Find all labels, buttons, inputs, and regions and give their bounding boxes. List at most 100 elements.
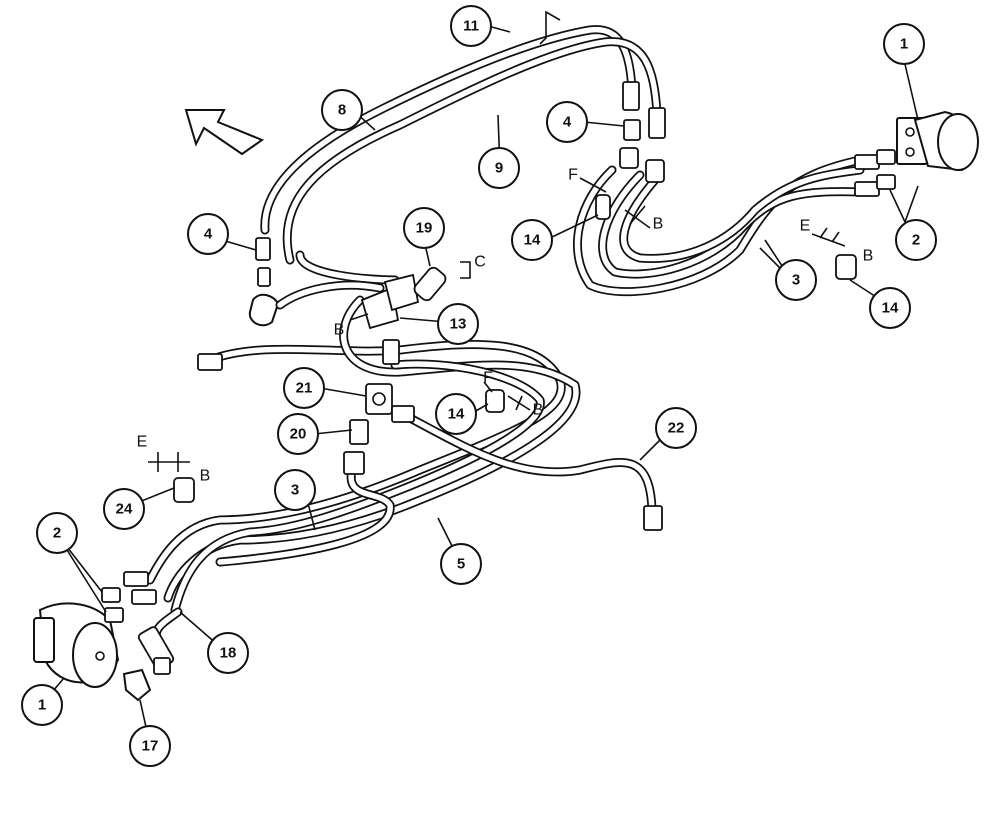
section-mark-f-top	[579, 177, 607, 193]
svg-text:14: 14	[882, 300, 899, 317]
section-mark-e-left	[148, 452, 190, 472]
fitting-2-right-b	[854, 181, 880, 197]
callout-2-left: 2	[36, 512, 78, 554]
label-b-top: B	[653, 216, 664, 233]
fitting-20	[349, 419, 369, 445]
leader-1-right	[903, 59, 919, 121]
fitting-2-right-d	[876, 174, 896, 190]
svg-text:24: 24	[116, 501, 133, 518]
fitting-2-left-b	[104, 607, 124, 623]
leader-2-right	[889, 185, 919, 223]
svg-text:3: 3	[792, 272, 800, 289]
svg-text:8: 8	[338, 102, 346, 119]
svg-text:9: 9	[495, 160, 503, 177]
fitting-2-left-c	[123, 571, 149, 587]
direction-arrow-icon	[184, 109, 265, 156]
fitting-top-b	[648, 107, 666, 139]
motor-right	[896, 110, 979, 172]
hose-5	[215, 465, 395, 567]
svg-text:14: 14	[524, 232, 541, 249]
elbow-fitting-17	[122, 668, 152, 702]
label-c: C	[474, 254, 486, 271]
hose-3-upper	[572, 155, 867, 297]
hose-8	[260, 25, 637, 235]
callout-1-right: 1	[883, 23, 925, 65]
callout-14-top: 14	[511, 219, 553, 261]
callout-1-left: 1	[21, 684, 63, 726]
fitting-20-lower	[343, 451, 365, 475]
hose-22	[405, 413, 657, 515]
hose-left-to-center	[275, 280, 385, 310]
svg-text:4: 4	[204, 226, 213, 243]
svg-text:20: 20	[290, 426, 307, 443]
svg-text:17: 17	[142, 738, 159, 755]
fitting-13-down	[382, 339, 400, 365]
callout-13: 13	[437, 303, 479, 345]
clamp-14-top	[595, 194, 611, 220]
svg-text:1: 1	[900, 36, 908, 53]
fitting-18-end	[153, 657, 171, 675]
callout-11: 11	[450, 5, 492, 47]
leader-20	[313, 429, 353, 435]
callout-3-right: 3	[775, 259, 817, 301]
section-mark-e-right	[811, 227, 846, 247]
leader-4-top	[583, 121, 625, 127]
svg-text:3: 3	[291, 482, 299, 499]
clamp-14-right	[835, 254, 857, 280]
section-mark-b-mid	[507, 395, 531, 411]
elbow-fitting-left	[248, 237, 280, 327]
fitting-elbow-b	[645, 159, 665, 183]
callout-19: 19	[403, 207, 445, 249]
callout-14-right: 14	[869, 287, 911, 329]
svg-text:18: 18	[220, 645, 237, 662]
callout-21: 21	[283, 367, 325, 409]
section-mark-c	[460, 261, 471, 279]
fitting-2-left-a	[101, 587, 121, 603]
svg-text:19: 19	[416, 220, 433, 237]
label-b-mid: B	[533, 402, 544, 419]
callout-20: 20	[277, 413, 319, 455]
callout-4-left: 4	[187, 213, 229, 255]
svg-text:2: 2	[912, 232, 920, 249]
clamp-14-mid	[485, 389, 505, 413]
fitting-2-right-c	[876, 149, 896, 165]
callout-3-left: 3	[274, 469, 316, 511]
callout-9: 9	[478, 147, 520, 189]
label-b-left: B	[334, 322, 345, 339]
label-b-lower-left: B	[200, 468, 211, 485]
callout-4-top: 4	[546, 101, 588, 143]
svg-text:14: 14	[448, 406, 465, 423]
leader-14-top	[549, 214, 599, 239]
svg-text:11: 11	[463, 18, 479, 35]
section-mark-top	[539, 10, 561, 45]
fitting-left-end	[197, 353, 223, 371]
clamp-24	[173, 477, 195, 503]
clamp-13-b	[383, 273, 420, 312]
label-b-right: B	[863, 248, 874, 265]
hose-8b	[295, 250, 400, 285]
callout-18: 18	[207, 632, 249, 674]
label-f-mid: F	[483, 370, 493, 387]
svg-text:13: 13	[450, 316, 467, 333]
label-e-left: E	[137, 434, 148, 451]
callout-5: 5	[440, 543, 482, 585]
label-f-top: F	[568, 167, 578, 184]
fitting-4-top	[623, 119, 641, 141]
callout-22: 22	[655, 407, 697, 449]
svg-text:2: 2	[53, 525, 61, 542]
fitting-2-right-a	[854, 154, 880, 170]
hose-3-lower	[145, 295, 581, 615]
fitting-elbow-a	[619, 147, 639, 169]
tee-block-21	[365, 383, 415, 423]
label-e-right: E	[800, 218, 811, 235]
section-mark-b-left	[349, 313, 369, 321]
svg-text:5: 5	[457, 556, 465, 573]
hose-9	[282, 37, 662, 265]
callout-8: 8	[321, 89, 363, 131]
section-mark-f-mid	[483, 381, 493, 393]
fitting-top-a	[622, 81, 640, 111]
leader-21	[319, 387, 367, 397]
svg-text:1: 1	[38, 697, 46, 714]
fitting-22-end	[643, 505, 663, 531]
